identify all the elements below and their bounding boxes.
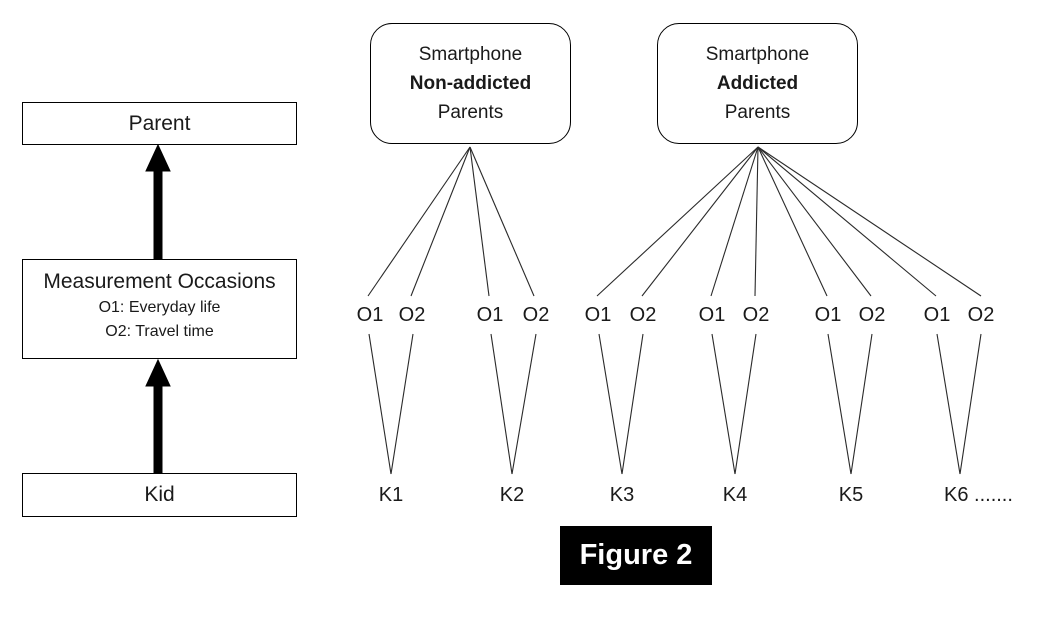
occasion-2-definition: O2: Travel time (105, 323, 214, 340)
addicted-line1: Smartphone (705, 44, 810, 65)
non-addicted-line2: Non-addicted (409, 73, 532, 94)
non-addicted-line3: Parents (437, 102, 504, 123)
measurement-occasions-title: Measurement Occasions (43, 270, 276, 293)
occasion-1-definition: O1: Everyday life (98, 299, 221, 316)
o1-label-k3: O1 (584, 304, 612, 326)
kid-label-k3: K3 (609, 484, 635, 506)
o2-label-k6: O2 (967, 304, 995, 326)
kid-label-k2: K2 (499, 484, 525, 506)
kid-label-k1: K1 (378, 484, 404, 506)
v-lines-kids (368, 333, 982, 475)
o1-label-k6: O1 (923, 304, 951, 326)
kid-label: Kid (144, 483, 175, 506)
figure-caption: Figure 2 (560, 526, 712, 585)
addicted-line3: Parents (724, 102, 791, 123)
o1-label-k4: O1 (698, 304, 726, 326)
kid-box: Kid (22, 473, 297, 517)
o2-label-k1: O2 (398, 304, 426, 326)
o2-label-k3: O2 (629, 304, 657, 326)
addicted-parents-box: Smartphone Addicted Parents (657, 23, 858, 144)
o2-label-k5: O2 (858, 304, 886, 326)
fan-lines-non-addicted (367, 146, 535, 297)
addicted-line2: Addicted (716, 73, 799, 94)
parent-label: Parent (128, 111, 191, 135)
o1-label-k5: O1 (814, 304, 842, 326)
figure-caption-text: Figure 2 (579, 539, 693, 571)
measurement-occasions-box: Measurement Occasions O1: Everyday life … (22, 259, 297, 359)
kid-label-k6: K6 ....... (944, 484, 1013, 506)
o2-label-k2: O2 (522, 304, 550, 326)
o1-label-k1: O1 (356, 304, 384, 326)
non-addicted-parents-box: Smartphone Non-addicted Parents (370, 23, 571, 144)
kid-label-k4: K4 (722, 484, 748, 506)
non-addicted-line1: Smartphone (418, 44, 523, 65)
o1-label-k2: O1 (476, 304, 504, 326)
arrow-kid-to-occasions (145, 358, 171, 473)
arrow-occasions-to-parent (145, 143, 171, 259)
parent-box: Parent (22, 102, 297, 145)
fan-lines-addicted (596, 146, 982, 297)
kid-label-k5: K5 (838, 484, 864, 506)
o2-label-k4: O2 (742, 304, 770, 326)
